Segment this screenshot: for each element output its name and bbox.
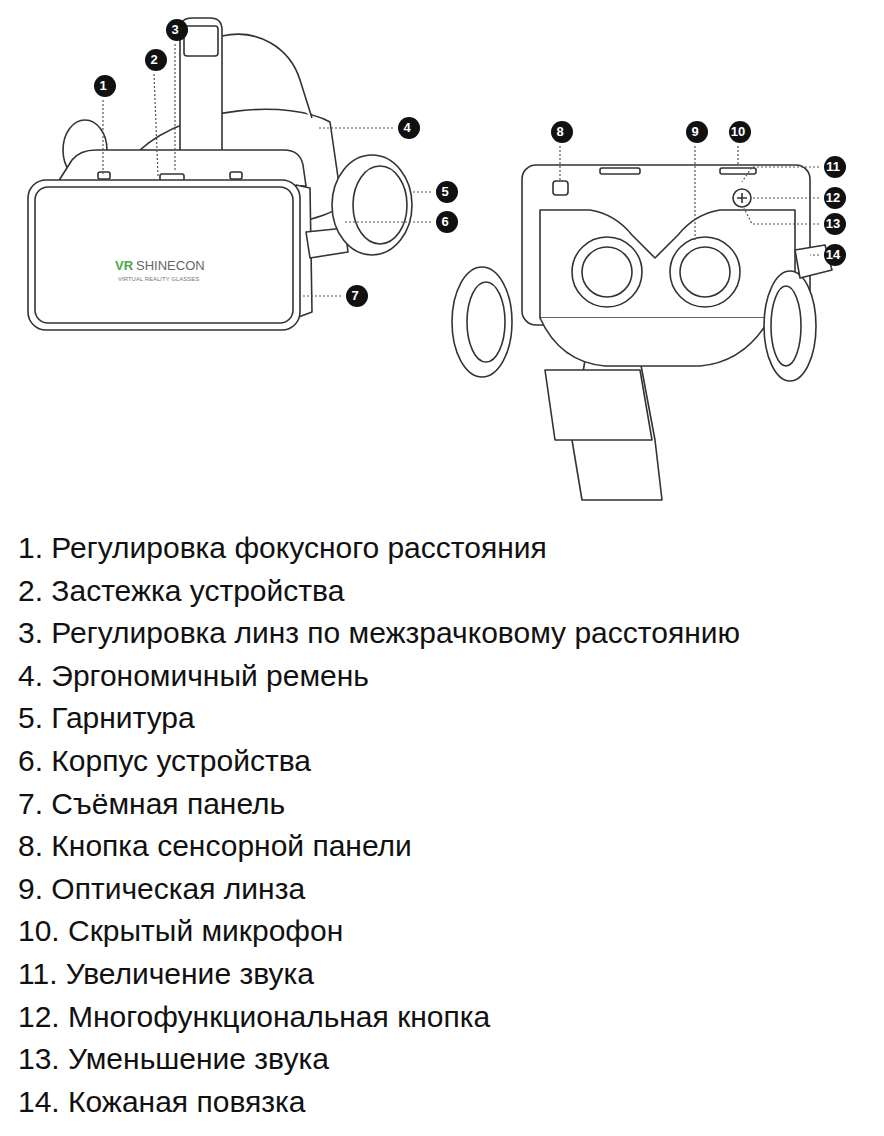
legend-line: 12. Многофункциональная кнопка (18, 999, 490, 1035)
callout-text: 4 (395, 116, 419, 140)
callout-number: 6 (433, 210, 457, 234)
legend-line: 6. Корпус устройства (18, 743, 311, 779)
callout-text: 7 (343, 284, 367, 308)
logo-mark: VR (115, 258, 133, 274)
callout-text: 9 (683, 120, 707, 144)
logo-text: SHINECON (136, 258, 205, 274)
callout-number: 7 (343, 284, 367, 308)
legend-line: 9. Оптическая линза (18, 871, 305, 907)
legend-line: 8. Кнопка сенсорной панели (18, 828, 412, 864)
callout-number: 14 (821, 243, 845, 267)
callout-number: 4 (395, 116, 419, 140)
legend-line: 11. Увеличение звука (18, 956, 314, 992)
legend-line: 5. Гарнитура (18, 700, 195, 736)
callout-number: 9 (683, 120, 707, 144)
legend-line: 2. Застежка устройства (18, 573, 344, 609)
callout-text: 10 (726, 120, 750, 144)
callout-number: 2 (142, 48, 166, 72)
callout-text: 14 (821, 243, 845, 267)
logo-subtitle: VIRTUAL REALITY GLASSES (118, 276, 199, 283)
callout-text: 2 (142, 48, 166, 72)
legend-line: 3. Регулировка линз по межзрачковому рас… (18, 615, 740, 651)
legend-line: 13. Уменьшение звука (18, 1041, 329, 1077)
callout-text: 8 (548, 120, 572, 144)
callout-text: 13 (821, 212, 845, 236)
callout-text: 3 (163, 18, 187, 42)
callout-number: 10 (726, 120, 750, 144)
legend-line: 10. Скрытый микрофон (18, 913, 343, 949)
callout-text: 11 (821, 155, 845, 179)
callout-number: 3 (163, 18, 187, 42)
callout-text: 5 (433, 180, 457, 204)
legend-line: 4. Эргономичный ремень (18, 658, 369, 694)
legend-line: 7. Съёмная панель (18, 786, 285, 822)
callout-number: 1 (91, 74, 115, 98)
callout-number: 5 (433, 180, 457, 204)
callout-number: 8 (548, 120, 572, 144)
legend-line: 14. Кожаная повязка (18, 1084, 305, 1120)
legend-line: 1. Регулировка фокусного расстояния (18, 530, 547, 566)
callout-text: 12 (821, 186, 845, 210)
callout-text: 1 (91, 74, 115, 98)
callout-number: 11 (821, 155, 845, 179)
callout-text: 6 (433, 210, 457, 234)
callout-number: 12 (821, 186, 845, 210)
callout-number: 13 (821, 212, 845, 236)
